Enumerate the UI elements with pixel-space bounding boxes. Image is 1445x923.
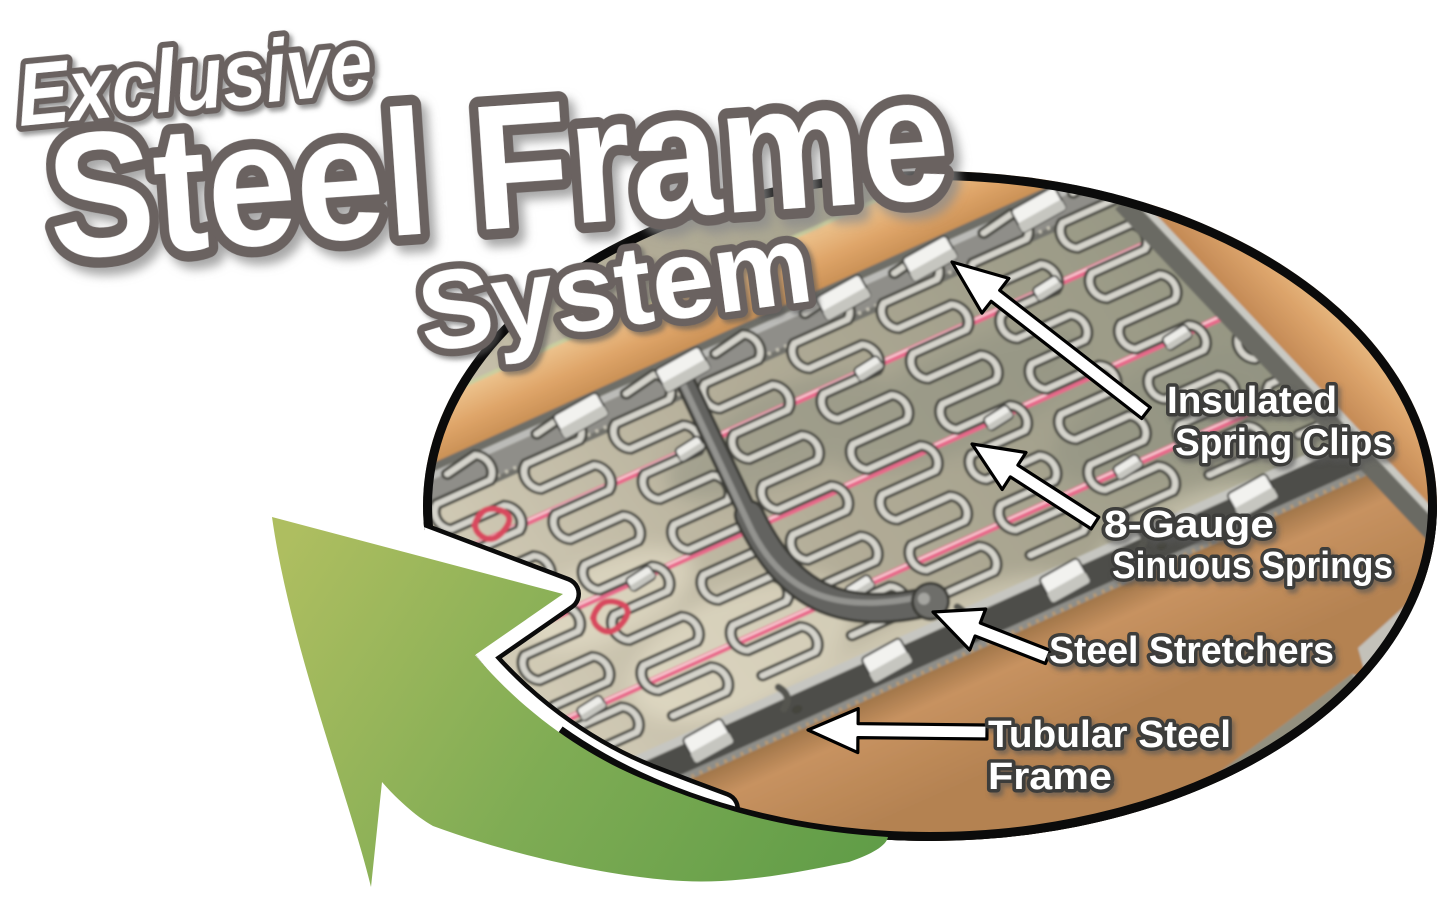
svg-text:Steel Stretchers: Steel Stretchers <box>1049 630 1334 672</box>
svg-text:Insulated: Insulated <box>1167 380 1337 422</box>
svg-text:Sinuous Springs: Sinuous Springs <box>1112 545 1393 587</box>
svg-text:Spring Clips: Spring Clips <box>1175 422 1393 464</box>
svg-text:8-Gauge: 8-Gauge <box>1104 504 1274 546</box>
svg-text:Frame: Frame <box>988 756 1112 798</box>
svg-text:Tubular Steel: Tubular Steel <box>988 714 1231 756</box>
